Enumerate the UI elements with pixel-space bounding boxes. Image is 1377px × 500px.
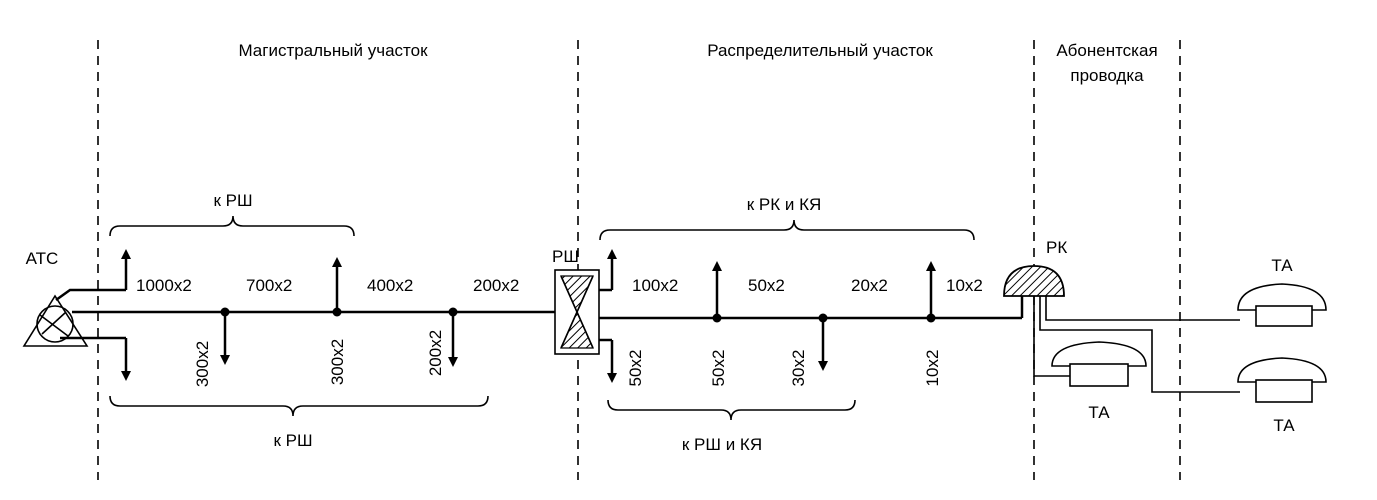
section-subscriber-title-1: Абонентская bbox=[1056, 41, 1157, 60]
trunk-label-1000: 1000x2 bbox=[136, 276, 192, 295]
ats-label: АТС bbox=[26, 249, 59, 268]
dist-junction-2 bbox=[818, 313, 828, 323]
ta3-label: ТА bbox=[1273, 416, 1295, 435]
dist-bottom-brace-label: к РШ и КЯ bbox=[682, 435, 762, 454]
wire-to-ta1 bbox=[1045, 296, 1240, 321]
ta2-label: ТА bbox=[1088, 403, 1110, 422]
dist-label-100: 100x2 bbox=[632, 276, 678, 295]
dist-junction-1 bbox=[712, 313, 722, 323]
section-distribution-title: Распределительный участок bbox=[707, 41, 933, 60]
ats-symbol bbox=[22, 294, 89, 347]
dist-junction-3 bbox=[926, 313, 936, 323]
dist-branch-label-10: 10x2 bbox=[923, 350, 942, 387]
trunk-branch-label-200: 200x2 bbox=[426, 330, 445, 376]
dist-branch-label-50-b: 50x2 bbox=[709, 350, 728, 387]
dist-top-brace-label: к РК и КЯ bbox=[747, 195, 822, 214]
telephone-icon-ta1 bbox=[1237, 283, 1327, 327]
dist-label-50: 50x2 bbox=[748, 276, 785, 295]
trunk-label-200: 200x2 bbox=[473, 276, 519, 295]
trunk-bottom-brace-label: к РШ bbox=[273, 431, 312, 450]
telephone-icon-ta2 bbox=[1051, 341, 1147, 387]
trunk-bottom-brace bbox=[109, 395, 489, 417]
telephone-icon-ta3 bbox=[1237, 357, 1327, 403]
wire-to-ta3 bbox=[1039, 296, 1240, 393]
section-subscriber-title-2: проводка bbox=[1070, 66, 1144, 85]
trunk-top-brace bbox=[109, 215, 355, 237]
dist-label-20: 20x2 bbox=[851, 276, 888, 295]
trunk-label-700: 700x2 bbox=[246, 276, 292, 295]
trunk-branch-label-300-a: 300x2 bbox=[193, 341, 212, 387]
wire-to-ta2 bbox=[1033, 296, 1070, 377]
trunk-junction-1 bbox=[220, 307, 230, 317]
ta1-label: ТА bbox=[1271, 256, 1293, 275]
section-trunk-title: Магистральный участок bbox=[238, 41, 428, 60]
rsh-label: РШ bbox=[552, 247, 579, 266]
dist-branch-label-30: 30x2 bbox=[789, 350, 808, 387]
trunk-branch-label-300-b: 300x2 bbox=[328, 339, 347, 385]
dist-branch-label-50-a: 50x2 bbox=[626, 350, 645, 387]
rsh-cabinet bbox=[554, 269, 600, 355]
rk-box bbox=[1003, 265, 1065, 297]
trunk-junction-3 bbox=[448, 307, 458, 317]
trunk-junction-2 bbox=[332, 307, 342, 317]
dist-label-10: 10x2 bbox=[946, 276, 983, 295]
dist-bottom-brace bbox=[607, 399, 856, 421]
trunk-up-feed bbox=[55, 288, 126, 302]
rk-label: РК bbox=[1046, 238, 1067, 257]
trunk-top-brace-label: к РШ bbox=[213, 191, 252, 210]
dist-top-brace bbox=[599, 219, 975, 241]
trunk-label-400: 400x2 bbox=[367, 276, 413, 295]
